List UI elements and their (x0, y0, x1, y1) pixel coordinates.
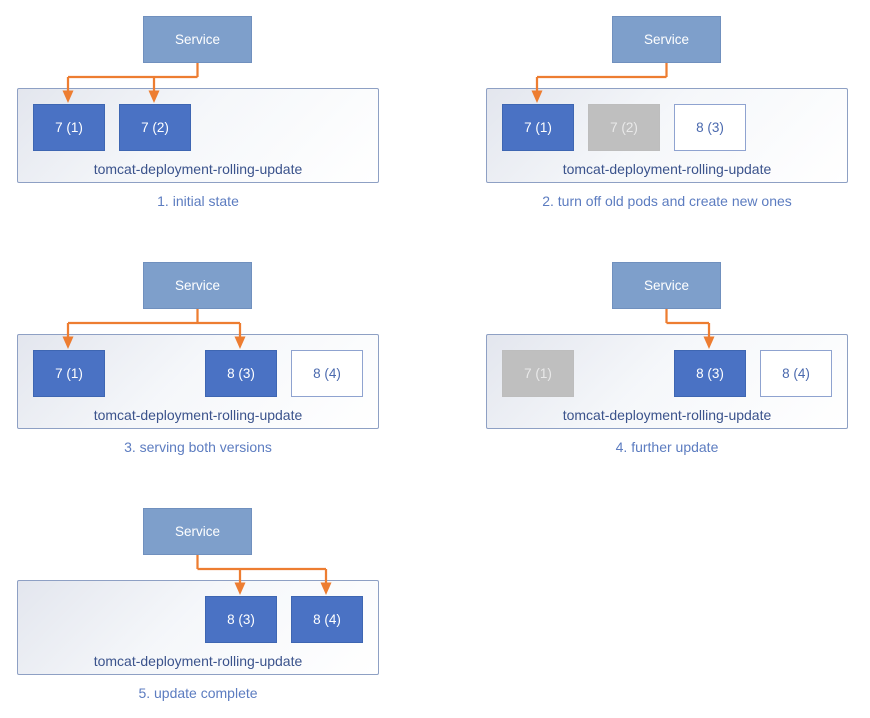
pod-8-3: 8 (3) (205, 350, 277, 397)
deployment-name-label: tomcat-deployment-rolling-update (562, 161, 772, 177)
deployment-name-label: tomcat-deployment-rolling-update (93, 407, 303, 423)
deployment-name-label: tomcat-deployment-rolling-update (93, 653, 303, 669)
step-caption: 3. serving both versions (124, 439, 272, 455)
deployment-box: 8 (3) 8 (4) tomcat-deployment-rolling-upda… (17, 580, 379, 675)
deployment-box: 7 (1) 7 (2) tomcat-deployment-rolling-upda… (17, 88, 379, 183)
panel-step-5: Service 8 (3) 8 (4) tomcat-deployment-rolli… (17, 508, 379, 718)
service-node: Service (143, 16, 252, 63)
pod-7-2: 7 (2) (119, 104, 191, 151)
service-node: Service (143, 262, 252, 309)
service-node: Service (612, 16, 721, 63)
deployment-box: 7 (1) 8 (3) 8 (4) tomcat-deployment-rolling… (17, 334, 379, 429)
panel-step-3: Service 7 (1) 8 (3) 8 (4) tomcat-deployment-… (17, 262, 379, 472)
deployment-box: 7 (1) 7 (2) 8 (3) tomcat-deployment-rolling… (486, 88, 848, 183)
panel-step-1: Service 7 (1) 7 (2) tomcat-deployment-rolli… (17, 16, 379, 226)
deployment-name-label: tomcat-deployment-rolling-update (562, 407, 772, 423)
deployment-name-label: tomcat-deployment-rolling-update (93, 161, 303, 177)
step-caption: 5. update complete (138, 685, 258, 701)
panel-step-2: Service 7 (1) 7 (2) 8 (3) tomcat-deployment-… (486, 16, 848, 226)
pod-8-3: 8 (3) (674, 104, 746, 151)
pod-7-2: 7 (2) (588, 104, 660, 151)
panel-step-4: Service 7 (1) 8 (3) 8 (4) tomcat-deployment-… (486, 262, 848, 472)
service-node: Service (143, 508, 252, 555)
pod-8-4: 8 (4) (291, 350, 363, 397)
deployment-box: 7 (1) 8 (3) 8 (4) tomcat-deployment-rolling… (486, 334, 848, 429)
pod-8-4: 8 (4) (760, 350, 832, 397)
pod-7-1: 7 (1) (33, 104, 105, 151)
pod-7-1: 7 (1) (502, 104, 574, 151)
pod-8-3: 8 (3) (205, 596, 277, 643)
pod-7-1: 7 (1) (33, 350, 105, 397)
step-caption: 1. initial state (157, 193, 239, 209)
step-caption: 4. further update (615, 439, 719, 455)
pod-8-4: 8 (4) (291, 596, 363, 643)
pod-7-1: 7 (1) (502, 350, 574, 397)
step-caption: 2. turn off old pods and create new ones (542, 193, 792, 209)
pod-8-3: 8 (3) (674, 350, 746, 397)
service-node: Service (612, 262, 721, 309)
